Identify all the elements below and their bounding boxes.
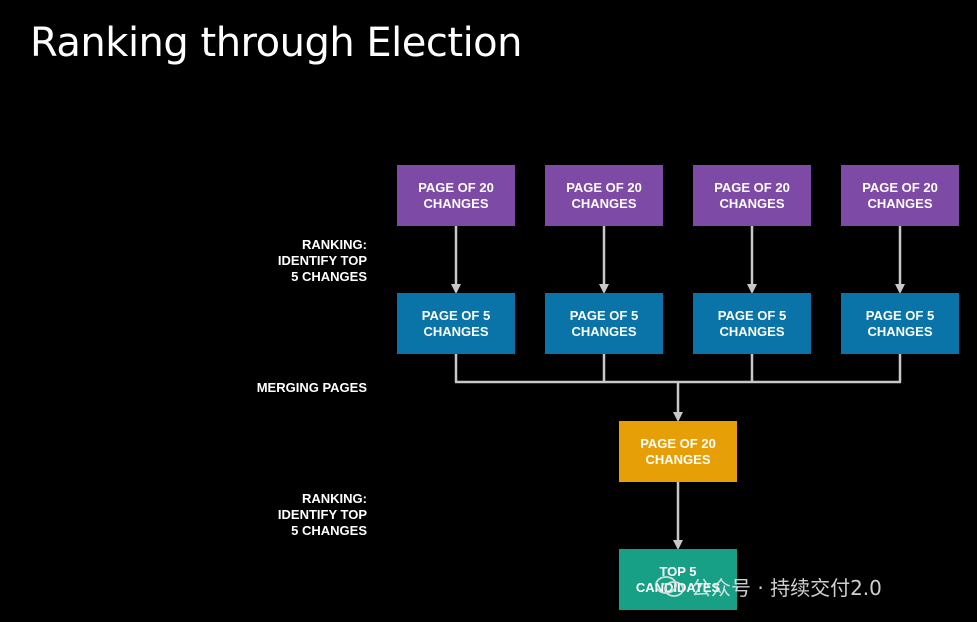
box-line: PAGE OF 5 (865, 307, 935, 323)
box-line: CHANGES (571, 323, 637, 339)
ranking-label-top-line2: IDENTIFY TOP (277, 253, 367, 268)
box-line: CHANGES (867, 195, 933, 211)
box-line: CHANGES (867, 323, 933, 339)
ranking-label-bottom-line1: RANKING: (302, 491, 367, 506)
ranking-label-top-line3: 5 CHANGES (291, 269, 367, 284)
box-line: TOP 5 (659, 563, 697, 579)
box-line: PAGE OF 20 (566, 179, 642, 195)
watermark: 公众号 · 持续交付2.0 (655, 572, 882, 601)
ranking-label-top: RANKING: IDENTIFY TOP 5 CHANGES (278, 237, 367, 285)
page-title: Ranking through Election (30, 20, 523, 66)
box-line: PAGE OF 20 (640, 435, 716, 451)
wechat-icon (655, 575, 685, 599)
box-line: CHANGES (645, 451, 711, 467)
box-line: PAGE OF 5 (569, 307, 639, 323)
box-line: PAGE OF 20 (862, 179, 938, 195)
box-line: CHANGES (719, 323, 785, 339)
box-line: CHANGES (719, 195, 785, 211)
box-line: PAGE OF 5 (717, 307, 787, 323)
box-line: CHANGES (571, 195, 637, 211)
merging-label-text: MERGING PAGES (256, 380, 367, 395)
ranking-label-bottom: RANKING: IDENTIFY TOP 5 CHANGES (278, 491, 367, 539)
ranking-label-top-line1: RANKING: (302, 237, 367, 252)
ranking-label-bottom-line2: IDENTIFY TOP (277, 507, 367, 522)
ranking-label-bottom-line3: 5 CHANGES (291, 523, 367, 538)
box-line: CHANGES (423, 323, 489, 339)
box-line: PAGE OF 20 (418, 179, 494, 195)
merging-label: MERGING PAGES (257, 380, 367, 396)
box-line: PAGE OF 20 (714, 179, 790, 195)
box-line: PAGE OF 5 (421, 307, 491, 323)
box-line: CHANGES (423, 195, 489, 211)
watermark-text: 公众号 · 持续交付2.0 (691, 576, 882, 600)
